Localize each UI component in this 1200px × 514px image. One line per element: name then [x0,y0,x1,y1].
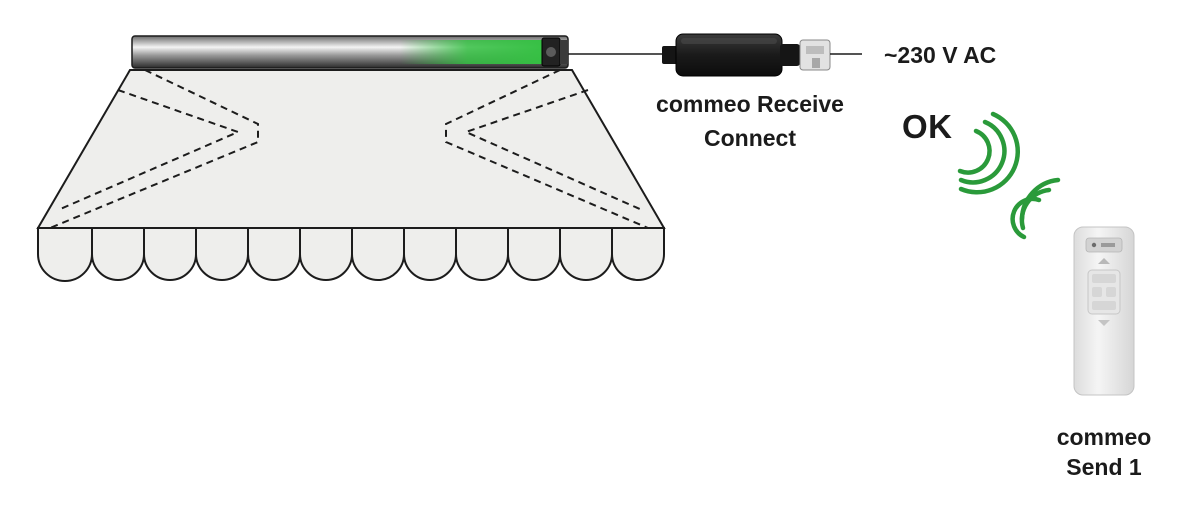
awning-fabric [36,69,666,229]
ok-status-label: OK [902,108,953,145]
right-arm-inner [463,89,643,211]
tubular-motor-icon [131,35,569,69]
cable-strain-relief-right [780,44,800,66]
remote-label-line2: Send 1 [1066,454,1142,480]
awning [36,69,666,282]
left-arm-outer [49,69,259,229]
cable-strain-relief-left [662,46,678,64]
right-arm-outer [445,69,649,229]
valance-scallops [37,227,665,282]
receiver-label: commeo Receive [656,91,844,117]
remote-label: commeo [1056,424,1152,450]
voltage-label: ~230 V AC [884,42,997,68]
receiver-module-icon [568,33,862,77]
motor-glow [400,40,550,64]
awning-arms-dashed [49,69,649,229]
left-arm-inner [57,89,241,211]
receiver-label-line2: Connect [704,125,796,151]
signal-waves-receiver [957,111,1020,195]
wireless-signal-icon [957,111,1061,240]
remote-control-icon [1073,226,1135,396]
signal-waves-remote [1010,177,1061,240]
